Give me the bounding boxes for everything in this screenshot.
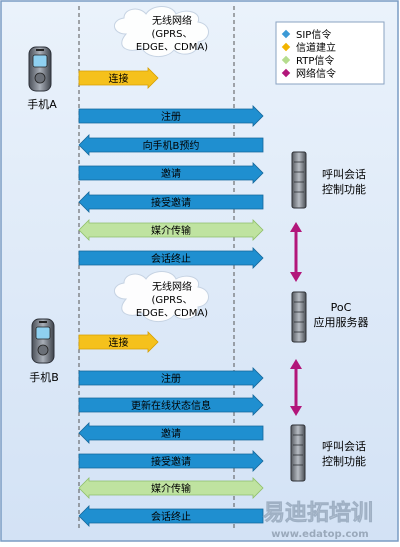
message-arrow-shape (78, 67, 159, 89)
legend-label-channel: 信道建立 (296, 41, 336, 54)
message-label: 媒介传输 (151, 482, 191, 495)
message-arrow-shape (78, 219, 264, 241)
message-arrow-shape (78, 422, 264, 444)
message-arrow-shape (78, 191, 264, 213)
legend-item-network: 网络信令 (281, 67, 336, 80)
network-signaling-arrow-bottom (290, 359, 302, 416)
legend-box (275, 21, 385, 85)
phone-b: 手机B (29, 318, 59, 384)
message-label: 接受邀请 (151, 455, 191, 468)
message-arrow-shape (78, 331, 159, 353)
message-label: 向手机B预约 (143, 139, 200, 152)
message-label: 会话终止 (151, 252, 191, 265)
message-arrow-shape (78, 134, 264, 156)
phone-a: 手机A (27, 46, 57, 111)
legend-marker-channel (281, 42, 291, 52)
legend-marker-network (281, 68, 291, 78)
phone-a-icon (28, 46, 52, 92)
legend-label-network: 网络信令 (296, 67, 336, 80)
legend: SIP信令 信道建立 RTP信令 网络信令 (275, 21, 385, 85)
server-icon-bottom (290, 424, 306, 482)
watermark-url: www.edatop.com (271, 529, 368, 540)
legend-label-rtp: RTP信令 (296, 54, 334, 67)
message-label: 连接 (109, 336, 129, 349)
phone-b-label: 手机B (29, 370, 59, 384)
message-arrow-9: 注册 (78, 367, 264, 389)
call-control-bottom-line2: 控制功能 (322, 454, 366, 468)
message-arrow-1: 连接 (78, 67, 159, 89)
legend-item-channel: 信道建立 (281, 41, 336, 54)
cloud-bottom-line2: (GPRS、 (152, 295, 193, 306)
legend-item-rtp: RTP信令 (281, 54, 334, 67)
legend-label-sip: SIP信令 (296, 28, 331, 41)
cloud-bottom-line3: EDGE、CDMA) (136, 308, 208, 319)
message-arrow-5: 接受邀请 (78, 191, 264, 213)
message-arrow-shape (78, 162, 264, 184)
watermark-brand: 易迪拓培训 (263, 500, 373, 526)
message-arrow-8: 连接 (78, 331, 159, 353)
call-control-server-bottom: 呼叫会话 控制功能 (290, 424, 366, 482)
message-arrow-14: 会话终止 (78, 505, 264, 527)
call-control-server-top: 呼叫会话 控制功能 (291, 151, 366, 209)
poc-server-line2: 应用服务器 (314, 315, 369, 329)
message-label: 邀请 (161, 167, 181, 180)
message-arrow-shape (78, 105, 264, 127)
message-arrow-shape (78, 247, 264, 269)
message-arrow-7: 会话终止 (78, 247, 264, 269)
message-arrow-6: 媒介传输 (78, 219, 264, 241)
message-arrow-11: 邀请 (78, 422, 264, 444)
legend-item-sip: SIP信令 (281, 28, 331, 41)
call-control-top-line2: 控制功能 (322, 182, 366, 196)
message-arrow-shape (78, 477, 264, 499)
message-arrow-3: 向手机B预约 (78, 134, 264, 156)
wireless-network-cloud-bottom: 无线网络 (GPRS、 EDGE、CDMA) (114, 271, 209, 322)
server-icon-top (291, 151, 307, 209)
cloud-bottom-line1: 无线网络 (152, 280, 192, 293)
network-signaling-arrow-top (290, 222, 302, 282)
message-label: 更新在线状态信息 (131, 399, 211, 412)
message-label: 接受邀请 (151, 196, 191, 209)
cloud-top-line1: 无线网络 (152, 14, 192, 27)
message-label: 媒介传输 (151, 224, 191, 237)
message-label: 连接 (109, 72, 129, 85)
call-control-top-line1: 呼叫会话 (322, 168, 366, 181)
message-arrow-12: 接受邀请 (78, 450, 264, 472)
server-icon-poc (291, 291, 307, 343)
phone-b-icon (31, 318, 55, 364)
poc-server-line1: PoC (331, 301, 352, 314)
wireless-network-cloud-top: 无线网络 (GPRS、 EDGE、CDMA) (114, 6, 209, 57)
message-label: 会话终止 (151, 510, 191, 523)
message-arrow-4: 邀请 (78, 162, 264, 184)
message-arrows: 连接注册向手机B预约邀请接受邀请媒介传输会话终止连接注册更新在线状态信息邀请接受… (78, 67, 264, 527)
legend-marker-sip (281, 29, 291, 39)
message-arrow-shape (78, 505, 264, 527)
legend-marker-rtp (281, 55, 291, 65)
message-arrow-shape (78, 367, 264, 389)
message-label: 注册 (161, 110, 181, 123)
phone-a-label: 手机A (27, 97, 57, 111)
message-arrow-10: 更新在线状态信息 (78, 394, 264, 416)
watermark: 易迪拓培训 www.edatop.com (263, 500, 374, 540)
message-arrow-shape (78, 450, 264, 472)
message-arrow-2: 注册 (78, 105, 264, 127)
message-arrow-shape (78, 394, 264, 416)
cloud-top-line3: EDGE、CDMA) (136, 42, 208, 53)
message-label: 邀请 (161, 427, 181, 440)
message-arrow-13: 媒介传输 (78, 477, 264, 499)
message-label: 注册 (161, 372, 181, 385)
cloud-top-line2: (GPRS、 (152, 29, 193, 40)
call-control-bottom-line1: 呼叫会话 (322, 440, 366, 453)
poc-server: PoC 应用服务器 (291, 291, 369, 343)
